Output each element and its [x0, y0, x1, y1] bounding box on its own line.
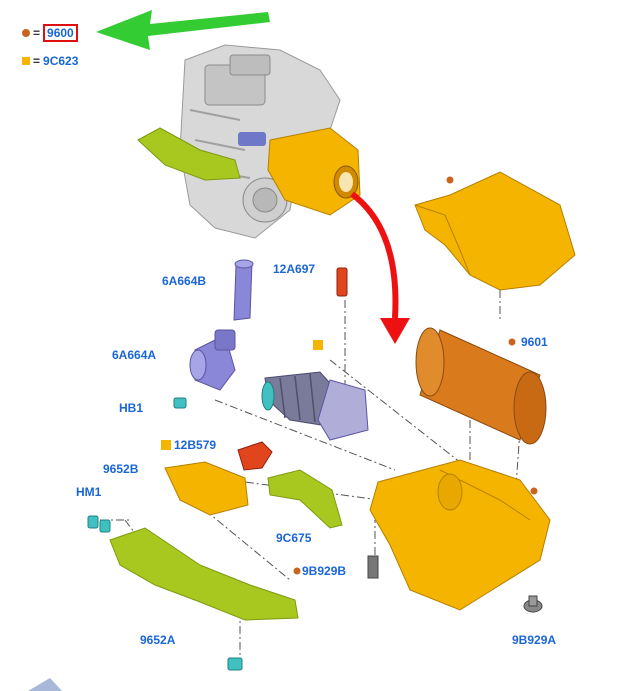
part-12b579 — [161, 440, 273, 471]
label-9b929a[interactable]: 9B929A — [512, 633, 557, 647]
clip-hb1 — [173, 397, 187, 409]
legend-code-9600[interactable]: 9600 — [43, 24, 78, 42]
engine-green-duct — [137, 127, 241, 181]
label-9c675[interactable]: 9C675 — [276, 531, 312, 545]
clips-hm1 — [87, 515, 243, 671]
label-6a664b[interactable]: 6A664B — [162, 274, 207, 288]
red-curved-arrow — [350, 191, 410, 344]
corner-mark — [28, 678, 62, 691]
label-hb1[interactable]: HB1 — [119, 401, 144, 415]
air-filter-lower-box — [369, 459, 551, 611]
bolt-9b929b — [293, 555, 379, 579]
engine-airbox — [267, 127, 361, 216]
legend-equals: = — [33, 54, 41, 68]
brown-dot-icon — [22, 29, 30, 37]
air-filter-element — [415, 327, 547, 445]
tube-6a664b — [233, 259, 254, 321]
sensor-12a697 — [336, 267, 348, 297]
duct-9652b — [164, 461, 249, 516]
green-pointer-arrow — [96, 10, 270, 50]
label-9652b[interactable]: 9652B — [103, 462, 139, 476]
air-filter-top-cover — [414, 171, 576, 291]
label-6a664a[interactable]: 6A664A — [112, 348, 157, 362]
legend-item-9600: = 9600 — [22, 24, 78, 42]
label-12a697[interactable]: 12A697 — [273, 262, 316, 276]
bellows-hose — [261, 340, 369, 441]
label-12b579[interactable]: 12B579 — [174, 438, 217, 452]
legend-item-9c623: = 9C623 — [22, 54, 78, 68]
label-9601[interactable]: 9601 — [521, 335, 548, 349]
legend-equals: = — [33, 26, 41, 40]
housing-6a664a — [189, 329, 236, 391]
label-9b929b[interactable]: 9B929B — [302, 564, 347, 578]
engine-image — [179, 44, 341, 239]
label-hm1[interactable]: HM1 — [76, 485, 102, 499]
duct-9652a — [109, 527, 299, 621]
grommet-9b929a — [523, 595, 543, 613]
orange-square-icon — [22, 57, 30, 65]
duct-9c675 — [267, 469, 343, 529]
label-9652a[interactable]: 9652A — [140, 633, 176, 647]
legend-code-9c623[interactable]: 9C623 — [43, 54, 79, 68]
